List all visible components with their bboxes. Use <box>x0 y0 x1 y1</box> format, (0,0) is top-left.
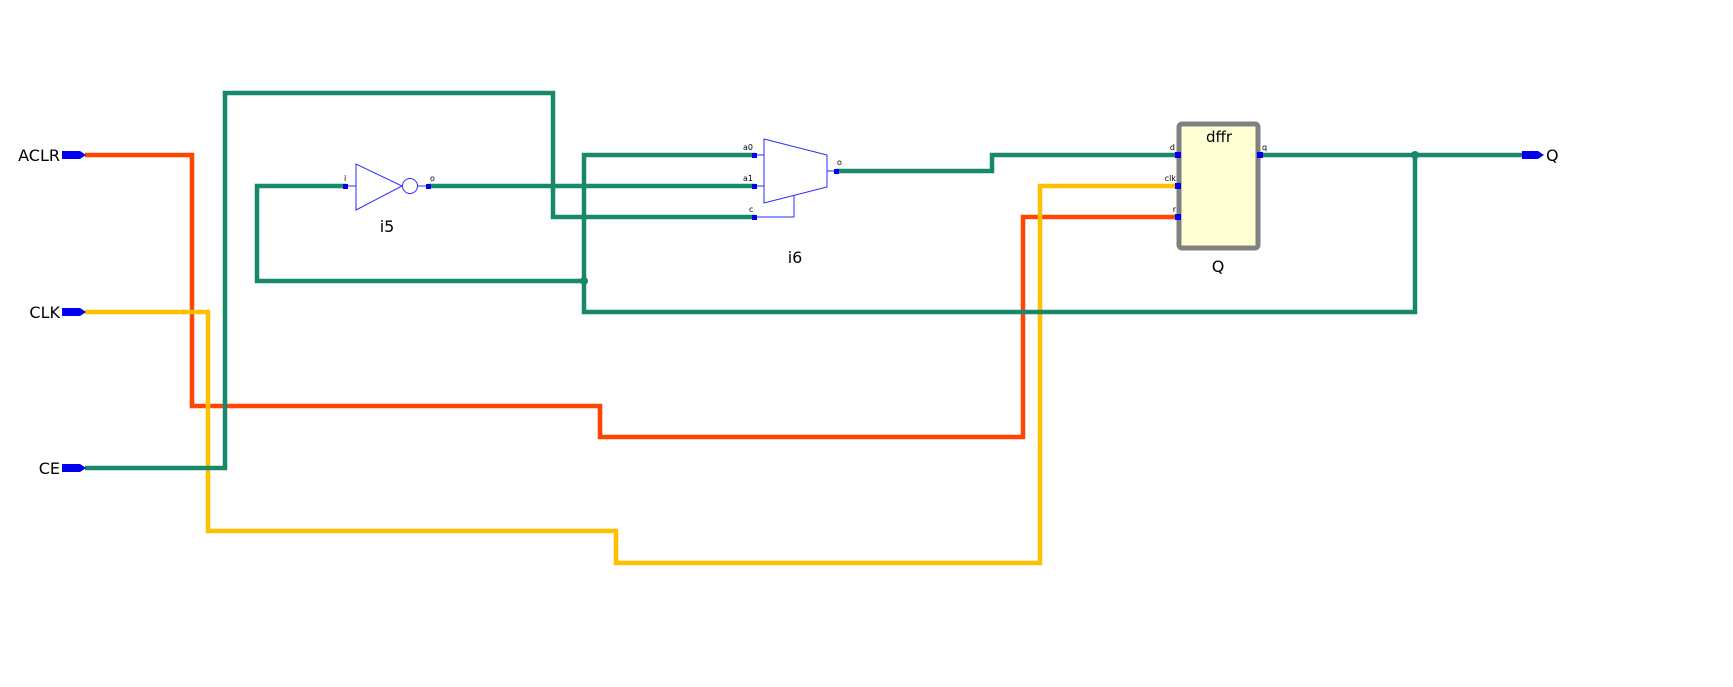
junction-dot <box>580 277 588 285</box>
net-q-to-inverter[interactable] <box>254 183 584 284</box>
pin-label: r <box>1173 205 1177 214</box>
input-port-icon <box>62 464 86 472</box>
mux-i6[interactable]: a0 a1 c o i6 <box>743 138 842 267</box>
pin-label: c <box>749 205 753 214</box>
port-clk[interactable]: CLK <box>29 303 86 322</box>
pin-a1[interactable] <box>752 184 757 189</box>
pin-q[interactable] <box>1257 152 1263 158</box>
pin-label: i <box>344 174 346 183</box>
pin-o[interactable] <box>426 184 431 189</box>
port-ce[interactable]: CE <box>39 459 86 478</box>
junction-dot <box>1411 151 1419 159</box>
pin-label: o <box>430 174 435 183</box>
junctions <box>580 151 1419 285</box>
pin-a0[interactable] <box>752 153 757 158</box>
port-label: ACLR <box>18 146 60 165</box>
net-mux-out[interactable] <box>836 152 1178 174</box>
port-label: CE <box>39 459 60 478</box>
pin-label: a1 <box>743 174 753 183</box>
pin-label: clk <box>1165 174 1177 183</box>
inverter-icon <box>355 163 404 211</box>
instance-label: i6 <box>788 248 803 267</box>
pin-clk[interactable] <box>1175 183 1181 189</box>
mux-icon <box>763 138 828 204</box>
inversion-bubble-icon <box>402 178 418 194</box>
pin-i[interactable] <box>343 184 348 189</box>
pin-label: q <box>1262 143 1267 152</box>
pin-r[interactable] <box>1175 214 1181 220</box>
instance-label: i5 <box>380 217 395 236</box>
port-label: Q <box>1546 146 1559 165</box>
cell-type-label: dffr <box>1206 128 1233 146</box>
net-clk[interactable] <box>85 183 1178 566</box>
inverter-i5[interactable]: i o i5 <box>343 163 435 236</box>
net-ce[interactable] <box>85 90 755 471</box>
output-port-icon <box>1522 151 1544 159</box>
pin-c[interactable] <box>752 215 757 220</box>
pin-label: a0 <box>743 143 753 152</box>
port-label: CLK <box>29 303 60 322</box>
pin-d[interactable] <box>1175 152 1181 158</box>
port-aclr[interactable]: ACLR <box>18 146 86 165</box>
input-port-icon <box>62 308 86 316</box>
pin-o[interactable] <box>834 169 839 174</box>
dffr-cell-q[interactable]: dffr d clk r q Q <box>1165 121 1267 276</box>
net-aclr[interactable] <box>85 152 1178 440</box>
instance-label: Q <box>1212 257 1225 276</box>
pin-label: d <box>1170 143 1175 152</box>
port-q[interactable]: Q <box>1522 146 1559 165</box>
input-port-icon <box>62 151 86 159</box>
net-q-feedback[interactable] <box>581 152 1418 315</box>
pin-label: o <box>837 158 842 167</box>
